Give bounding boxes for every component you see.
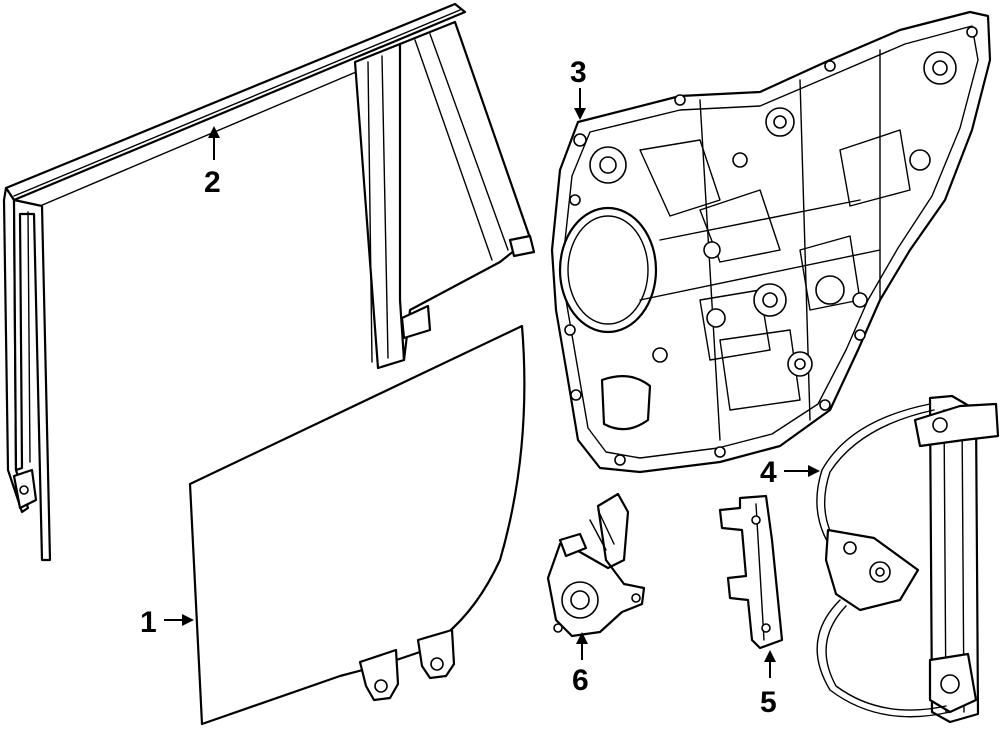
callout-4-label: 4 xyxy=(760,456,777,489)
callout-1-label: 1 xyxy=(140,606,157,639)
callout-6: 6 xyxy=(572,632,589,697)
callout-5-label: 5 xyxy=(760,686,777,719)
window-motor-part xyxy=(546,492,646,638)
callout-2-label: 2 xyxy=(204,166,221,199)
callout-6-label: 6 xyxy=(572,664,589,697)
callout-3: 3 xyxy=(570,56,587,120)
module-panel-part xyxy=(550,10,992,474)
run-channel-part xyxy=(2,2,536,562)
callout-2: 2 xyxy=(204,126,221,199)
regulator-bracket-part xyxy=(718,494,784,650)
callout-3-label: 3 xyxy=(570,56,587,89)
callout-1: 1 xyxy=(140,606,194,639)
callout-5: 5 xyxy=(760,650,777,719)
window-regulator-part xyxy=(816,394,1000,724)
callout-4: 4 xyxy=(760,456,820,489)
glass-part xyxy=(188,324,526,726)
